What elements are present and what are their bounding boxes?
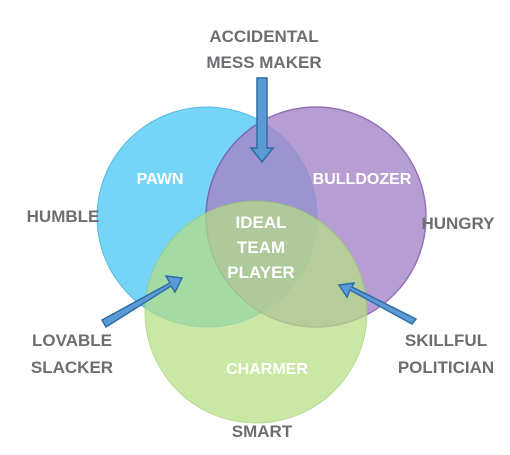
center-line-team: TEAM [237,238,285,257]
arrow-lovable-slacker [100,275,184,329]
center-line-ideal: IDEAL [236,213,287,232]
label-pawn: PAWN [137,171,184,188]
label-charmer: CHARMER [226,361,308,378]
callout-lovable-line1: LOVABLE [32,331,112,350]
label-hungry: HUNGRY [421,214,495,233]
arrow-accidental-mess-maker [249,77,275,164]
label-bulldozer: BULLDOZER [313,171,412,188]
callout-skillful-line1: SKILLFUL [405,331,487,350]
circle-charmer [144,200,368,424]
label-smart: SMART [232,422,293,441]
callout-skillful-line2: POLITICIAN [398,358,494,377]
callout-accidental-line2: MESS MAKER [206,53,321,72]
arrow-skillful-politician [337,282,418,325]
center-line-player: PLAYER [227,263,294,282]
label-humble: HUMBLE [27,207,100,226]
callout-accidental-line1: ACCIDENTAL [209,27,318,46]
callout-lovable-line2: SLACKER [31,358,113,377]
